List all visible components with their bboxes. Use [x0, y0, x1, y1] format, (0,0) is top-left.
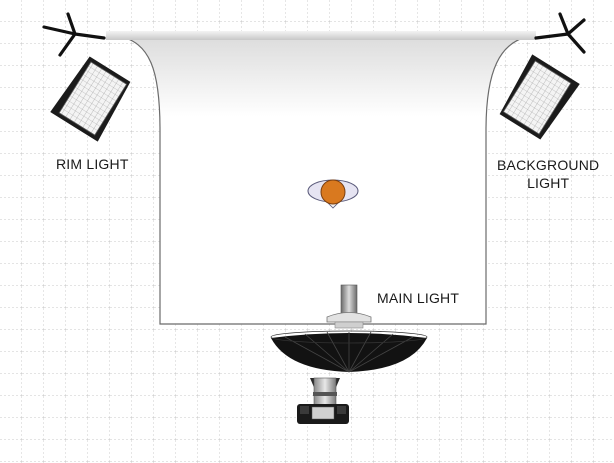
main-light-umbrella — [270, 330, 428, 373]
background-softbox — [499, 54, 580, 140]
backdrop-bar — [106, 31, 536, 40]
background-light-label-line1: BACKGROUND — [497, 157, 600, 173]
main-light-label: MAIN LIGHT — [377, 290, 460, 306]
rim-light-stand — [42, 12, 106, 57]
backdrop — [106, 31, 536, 325]
rim-light-label: RIM LIGHT — [56, 156, 129, 172]
background-light-label: BACKGROUND LIGHT — [497, 156, 599, 192]
subject — [307, 179, 359, 209]
background-light-label-line2: LIGHT — [527, 175, 570, 191]
rim-softbox — [50, 56, 131, 142]
background-light-stand — [534, 12, 586, 54]
main-light-head — [326, 284, 372, 329]
camera — [297, 377, 349, 424]
